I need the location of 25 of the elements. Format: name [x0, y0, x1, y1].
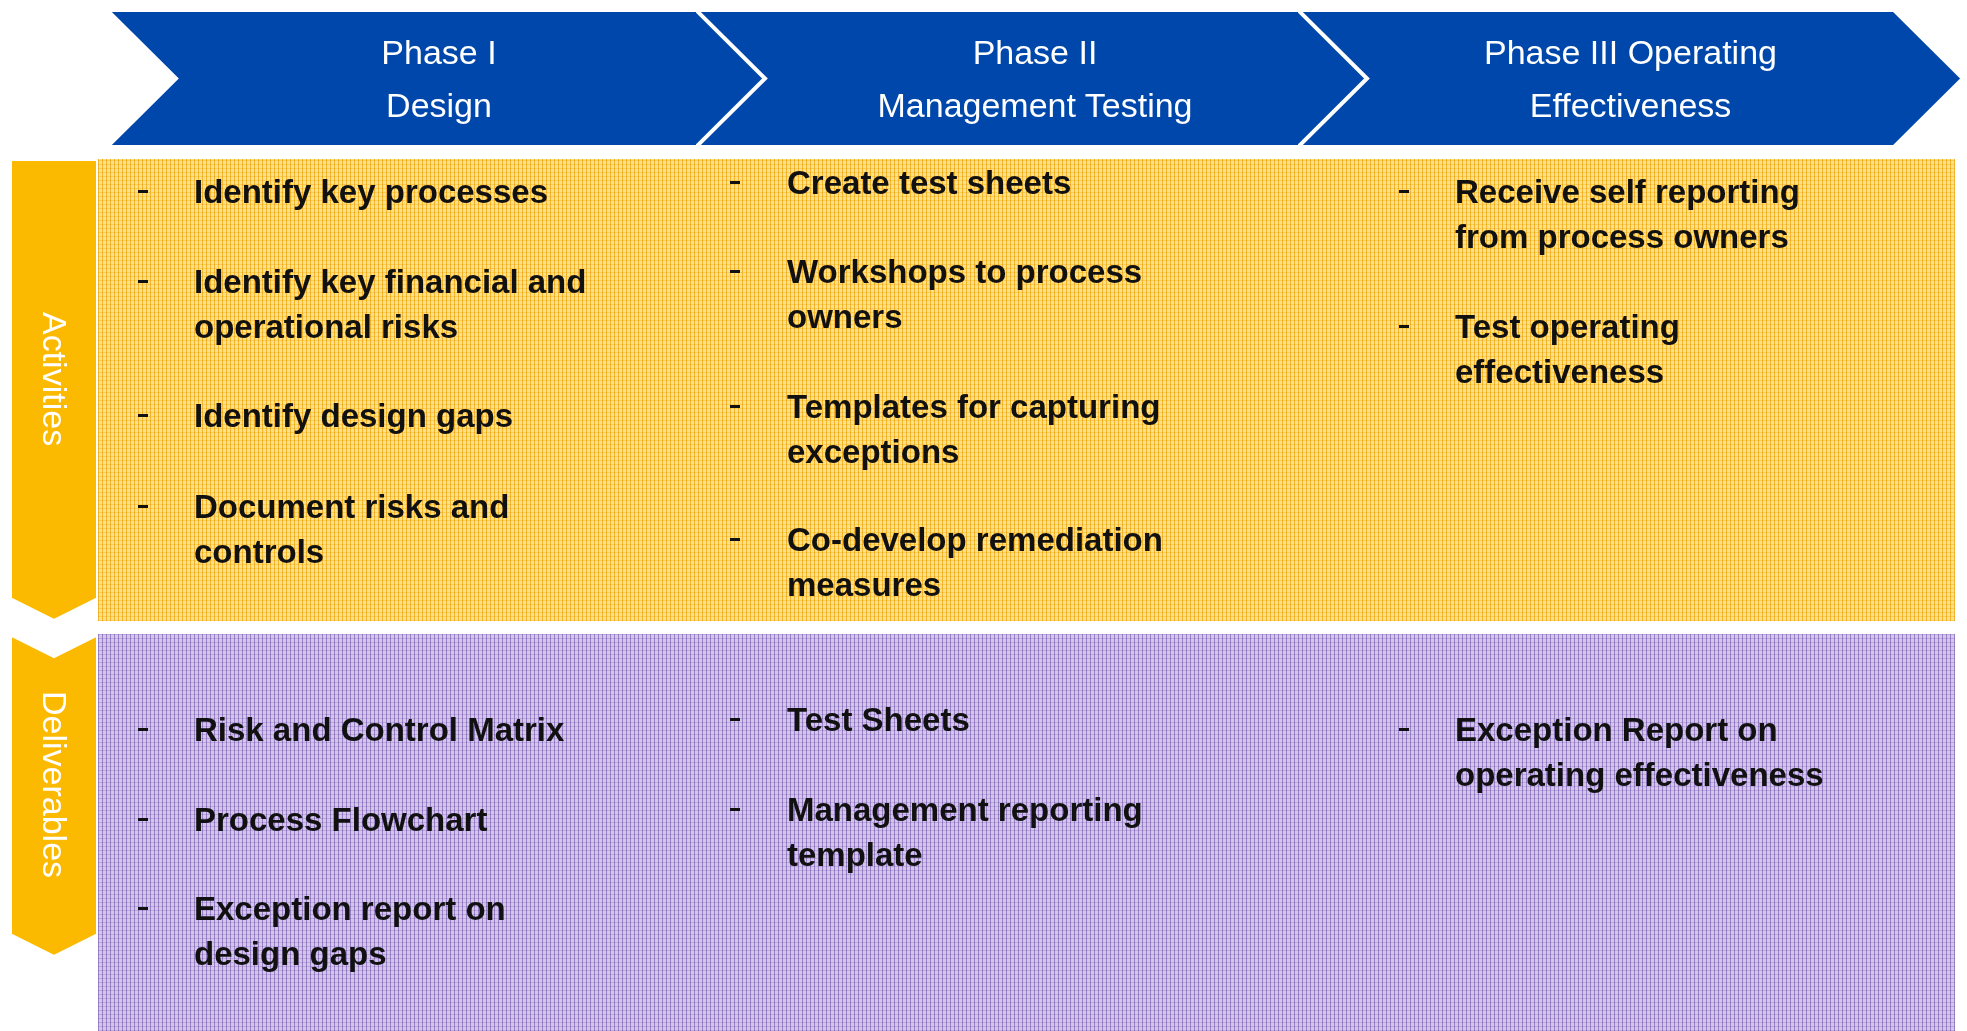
bullet-item: Templates for capturing exceptions [787, 387, 1162, 472]
bullet-item: Exception report on design gaps [194, 889, 507, 974]
phase-title: Design [385, 85, 493, 126]
bullet-item: Process Flowchart [194, 800, 489, 840]
row-panel [98, 634, 1955, 1031]
bullet-item: Risk and Control Matrix [194, 710, 566, 750]
phase-title: Phase II [971, 32, 1099, 73]
bullet-item: Identify key processes [194, 172, 549, 212]
bullet-item: Identify design gaps [194, 396, 515, 436]
bullet-item: Management reporting template [787, 790, 1144, 875]
bullet-item: Receive self reporting from process owners [1455, 172, 1801, 257]
bullet-item: Document risks and controls [194, 487, 511, 572]
row-panel [98, 159, 1955, 621]
phase-title: Management Testing [876, 85, 1194, 126]
row-label: Activities [34, 310, 74, 449]
bullet-item: Create test sheets [787, 163, 1073, 203]
bullet-item: Co-develop remediation measures [787, 520, 1164, 605]
bullet-item: Test operating effectiveness [1455, 307, 1681, 392]
bullet-item: Test Sheets [787, 700, 971, 740]
bullet-item: Exception Report on operating effectiveness [1455, 710, 1825, 795]
row-label: Deliverables [34, 689, 74, 881]
phase-title: Phase III Operating Effectiveness [1483, 32, 1778, 126]
bullet-item: Workshops to process owners [787, 252, 1144, 337]
bullet-item: Identify key financial and operational risks [194, 262, 588, 347]
phase-title: Phase I [380, 32, 498, 73]
